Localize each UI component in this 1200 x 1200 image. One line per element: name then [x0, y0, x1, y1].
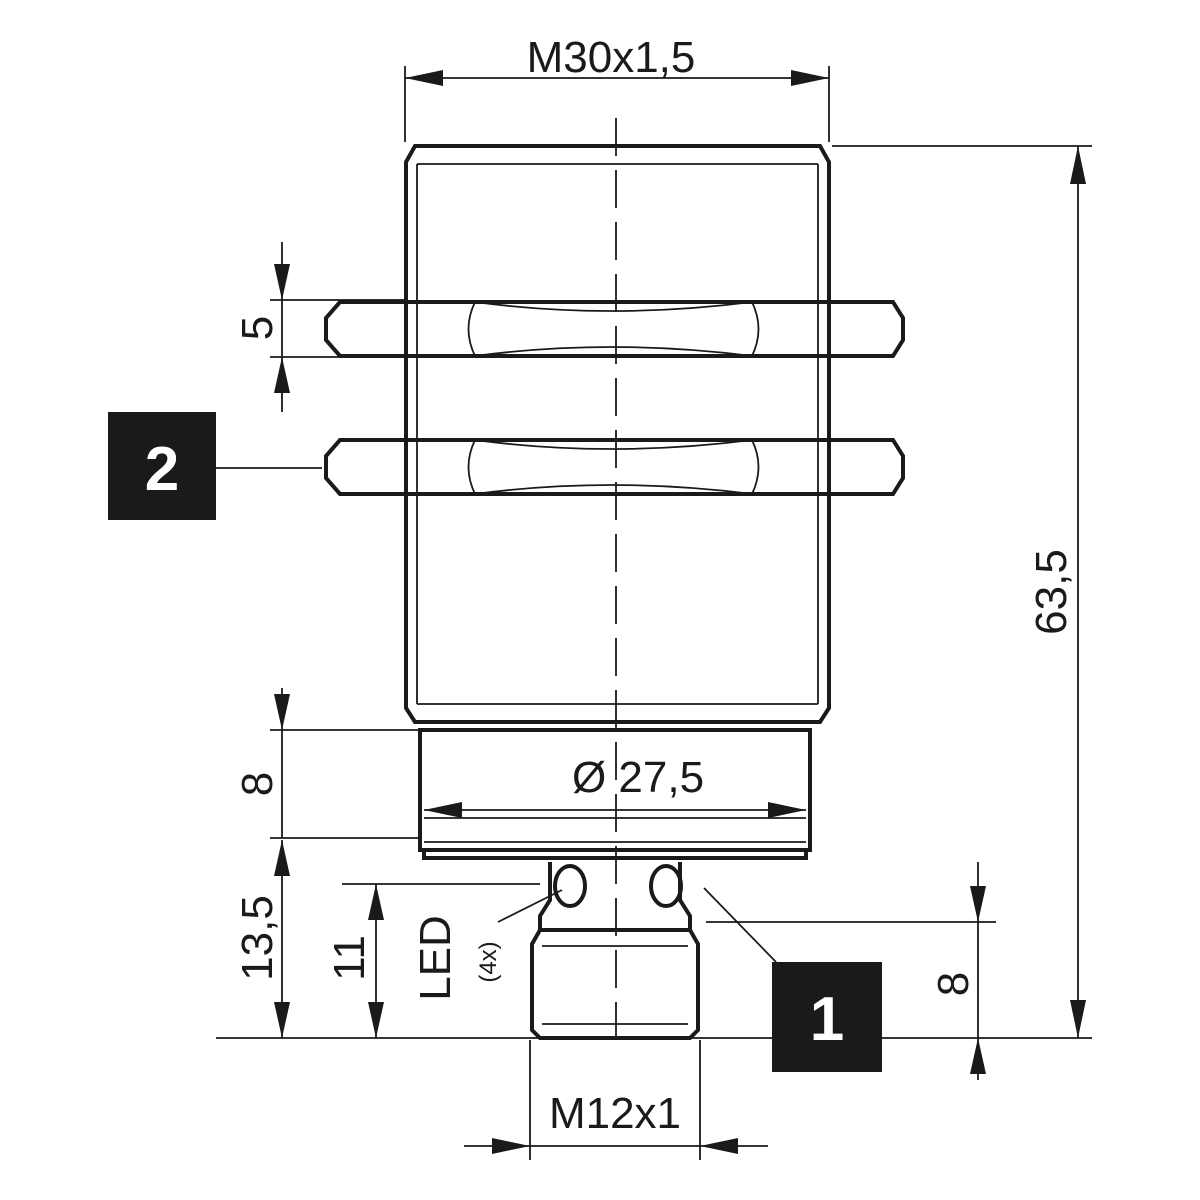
dim-connector-length: 8 — [706, 862, 996, 1080]
housing-body — [404, 144, 831, 724]
callout-nut-number: 2 — [145, 435, 179, 504]
led-window-left — [553, 864, 587, 908]
label-lower-length: 13,5 — [233, 895, 282, 981]
led-window-right — [649, 864, 683, 908]
led-section — [538, 862, 692, 930]
label-connector-length: 8 — [929, 972, 978, 996]
hex-nut-lower — [324, 438, 905, 496]
label-nut-thickness: 5 — [233, 316, 282, 340]
label-collar-height: 8 — [233, 772, 282, 796]
callout-connector: 1 — [703, 887, 882, 1072]
label-total-length: 63,5 — [1027, 549, 1076, 635]
callout-nut: 2 — [108, 412, 322, 520]
dim-lower-length: 13,5 — [233, 840, 290, 1038]
label-led-count: (4x) — [475, 941, 502, 982]
collar — [418, 728, 812, 860]
callout-connector-number: 1 — [810, 985, 844, 1054]
dim-led-height: 11 — [325, 883, 540, 1038]
dim-total-length: 63,5 — [832, 145, 1092, 1038]
dim-thread-main: M30x1,5 — [404, 33, 830, 142]
dim-collar-height: 8 — [233, 688, 418, 839]
dim-nut-thickness: 5 — [233, 242, 404, 412]
connector — [530, 928, 700, 1040]
led-annotation: LED (4x) — [411, 889, 563, 1001]
label-connector-thread: M12x1 — [549, 1089, 681, 1138]
label-led: LED — [411, 915, 460, 1001]
label-thread-main: M30x1,5 — [527, 33, 696, 82]
hex-nut-upper — [324, 300, 905, 358]
dim-collar-diameter: Ø 27,5 — [424, 753, 806, 818]
label-collar-diameter: Ø 27,5 — [572, 753, 704, 802]
label-led-height: 11 — [325, 935, 374, 981]
dim-connector-thread: M12x1 — [464, 1040, 768, 1160]
